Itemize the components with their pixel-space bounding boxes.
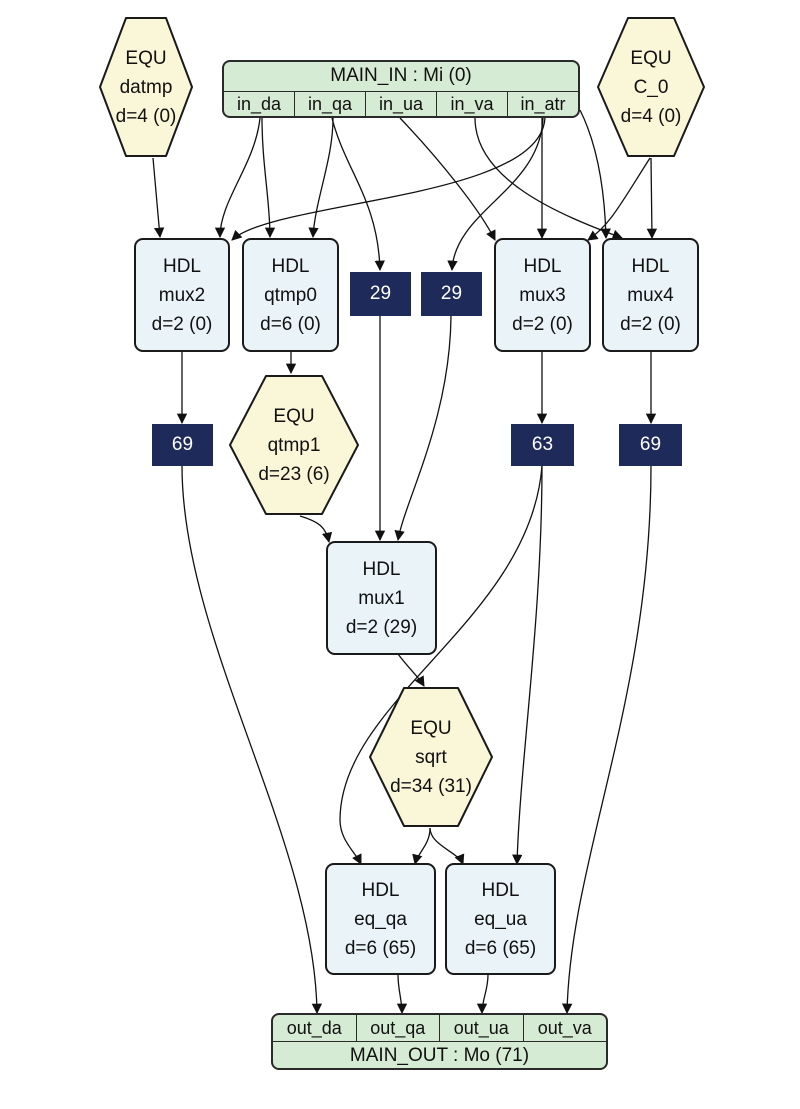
equ-c0-node[interactable]: EQU C_0 d=4 (0) — [596, 16, 706, 158]
node-delay: d=6 (65) — [464, 937, 537, 959]
node-name: qtmp1 — [267, 434, 321, 456]
record-divider — [273, 1041, 606, 1042]
edge — [412, 827, 431, 866]
hdl-mux3-node[interactable]: HDL mux3 d=2 (0) — [494, 238, 591, 352]
edge — [561, 465, 652, 1015]
port-out-ua[interactable]: out_ua — [439, 1015, 523, 1041]
node-name: C_0 — [633, 76, 669, 98]
node-name: sqrt — [415, 746, 447, 768]
node-name: datmp — [119, 76, 173, 98]
node-name: qtmp0 — [264, 284, 317, 306]
edge — [397, 653, 425, 687]
hdl-qtmp0-node[interactable]: HDL qtmp0 d=6 (0) — [242, 238, 339, 352]
main-in-node[interactable]: MAIN_IN : Mi (0) in_da in_qa in_ua in_va… — [222, 60, 580, 118]
port-out-va[interactable]: out_va — [522, 1015, 607, 1041]
node-name: mux2 — [158, 284, 206, 306]
node-kind: HDL — [523, 255, 562, 277]
node-kind: HDL — [362, 558, 401, 580]
node-name: mux4 — [627, 284, 674, 306]
edge — [587, 157, 651, 241]
main-in-port-row: in_da in_qa in_ua in_va in_atr — [224, 91, 578, 116]
edge — [339, 465, 543, 865]
port-in-ua[interactable]: in_ua — [365, 91, 436, 116]
node-kind: EQU — [410, 717, 452, 739]
main-out-port-row: out_da out_qa out_ua out_va — [273, 1015, 606, 1041]
node-kind: EQU — [125, 47, 167, 69]
port-in-qa[interactable]: in_qa — [294, 91, 365, 116]
edge — [512, 465, 543, 866]
hdl-mux4-node[interactable]: HDL mux4 d=2 (0) — [602, 238, 699, 352]
node-name: mux1 — [358, 587, 405, 609]
port-out-da[interactable]: out_da — [286, 1017, 342, 1038]
edge — [261, 117, 276, 239]
hdl-mux1-node[interactable]: HDL mux1 d=2 (29) — [326, 541, 437, 655]
node-kind: HDL — [631, 255, 670, 277]
edge — [308, 117, 334, 239]
node-delay: d=4 (0) — [620, 105, 682, 127]
edge — [399, 117, 496, 241]
hexagon-shape — [229, 375, 359, 515]
node-kind: HDL — [361, 879, 400, 901]
port-in-va[interactable]: in_va — [436, 91, 507, 116]
port-in-da[interactable]: in_da — [236, 93, 282, 114]
delay-badge-69b: 69 — [619, 424, 682, 466]
main-in-title: MAIN_IN : Mi (0) — [330, 65, 472, 86]
edge — [231, 117, 546, 241]
edge — [299, 515, 333, 544]
port-out-qa[interactable]: out_qa — [355, 1015, 440, 1041]
edge — [214, 117, 261, 239]
node-delay: d=2 (29) — [345, 616, 418, 638]
node-kind: HDL — [162, 255, 201, 277]
hexagon-shape — [597, 17, 705, 157]
node-kind: HDL — [271, 255, 310, 277]
delay-badge-63: 63 — [511, 424, 574, 466]
hexagon-shape — [369, 687, 493, 827]
node-name: eq_qa — [354, 908, 407, 930]
equ-qtmp1-node[interactable]: EQU qtmp1 d=23 (6) — [228, 374, 360, 516]
edge — [394, 315, 452, 542]
edge — [646, 157, 658, 240]
edge — [331, 117, 385, 272]
equ-sqrt-node[interactable]: EQU sqrt d=34 (31) — [368, 686, 494, 828]
edge — [396, 974, 408, 1015]
node-kind: EQU — [273, 405, 315, 427]
node-name: mux3 — [519, 284, 566, 306]
node-name: eq_ua — [474, 908, 527, 930]
delay-badge-29a: 29 — [350, 272, 411, 316]
edge — [474, 117, 623, 240]
node-delay: d=34 (31) — [390, 775, 472, 797]
node-kind: HDL — [481, 879, 520, 901]
node-delay: d=6 (0) — [260, 313, 321, 335]
edge — [152, 157, 165, 239]
port-in-atr[interactable]: in_atr — [507, 91, 578, 116]
edge — [476, 974, 489, 1015]
main-out-title: MAIN_OUT : Mo (71) — [349, 1045, 530, 1066]
edge — [429, 827, 465, 865]
delay-badge-69a: 69 — [152, 424, 213, 466]
hdl-eq-ua-node[interactable]: HDL eq_ua d=6 (65) — [445, 863, 556, 975]
edge — [181, 465, 323, 1015]
node-delay: d=2 (0) — [620, 313, 681, 335]
hexagon-shape — [99, 17, 193, 157]
main-out-node[interactable]: out_da out_qa out_ua out_va MAIN_OUT : M… — [271, 1013, 608, 1070]
node-delay: d=6 (65) — [344, 937, 417, 959]
node-delay: d=2 (0) — [512, 313, 573, 335]
node-delay: d=2 (0) — [151, 313, 213, 335]
node-kind: EQU — [630, 47, 672, 69]
equ-datmp-node[interactable]: EQU datmp d=4 (0) — [98, 16, 194, 158]
record-divider — [224, 91, 578, 92]
edge — [447, 117, 544, 272]
node-delay: d=23 (6) — [258, 463, 330, 485]
hdl-eq-qa-node[interactable]: HDL eq_qa d=6 (65) — [325, 863, 436, 975]
node-delay: d=4 (0) — [115, 105, 177, 127]
hdl-mux2-node[interactable]: HDL mux2 d=2 (0) — [134, 238, 230, 352]
delay-badge-29b: 29 — [421, 272, 482, 316]
